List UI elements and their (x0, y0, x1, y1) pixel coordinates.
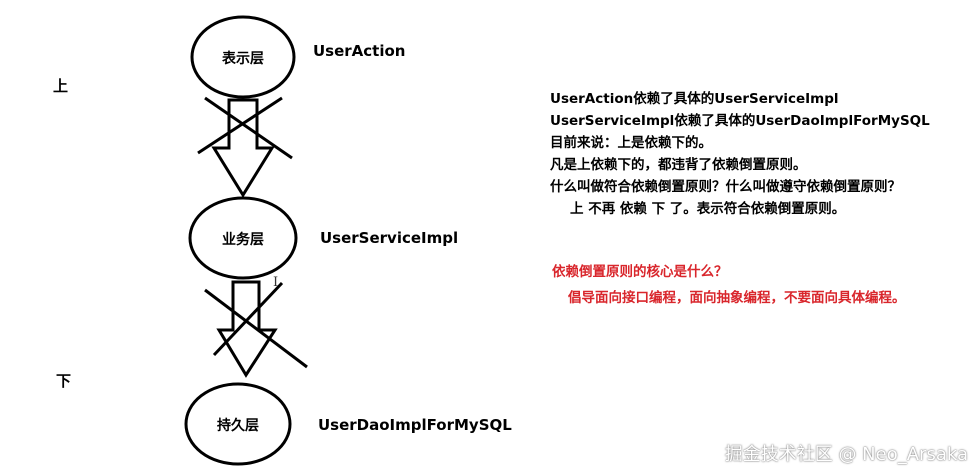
explanation-notes: UserAction依赖了具体的UserServiceImpl UserServ… (550, 88, 970, 220)
core-question: 依赖倒置原则的核心是什么？ (552, 264, 728, 280)
note-line-2: UserServiceImpl依赖了具体的UserDaoImplForMySQL (550, 113, 930, 129)
note-line-5: 什么叫做符合依赖倒置原则？什么叫做遵守依赖倒置原则？ (550, 179, 901, 195)
note-line-6: 上 不再 依赖 下 了。表示符合依赖倒置原则。 (570, 201, 846, 217)
persistence-layer-label: 持久层 (217, 418, 259, 434)
presentation-layer-node (190, 15, 296, 99)
business-impl-label: UserServiceImpl (320, 229, 459, 247)
text-cursor-icon: I (273, 275, 279, 290)
core-answer: 倡导面向接口编程，面向抽象编程，不要面向具体编程。 (568, 290, 906, 306)
cross-line-1a (204, 96, 293, 160)
core-principle: 依赖倒置原则的核心是什么？ 倡导面向接口编程，面向抽象编程，不要面向具体编程。 (552, 259, 972, 311)
persistence-impl-label: UserDaoImplForMySQL (318, 416, 512, 434)
watermark: 掘金技术社区 @ Neo_Arsaka (724, 444, 968, 465)
presentation-impl-label: UserAction (313, 42, 406, 60)
cross-line-2a (204, 288, 308, 369)
business-layer-node (188, 196, 298, 280)
persistence-layer-node (184, 382, 292, 466)
note-line-4: 凡是上依赖下的，都违背了依赖倒置原则。 (550, 157, 807, 173)
note-line-3: 目前来说：上是依赖下的。 (550, 135, 712, 151)
note-line-1: UserAction依赖了具体的UserServiceImpl (550, 91, 839, 107)
dependency-arrow-1 (211, 98, 275, 198)
dependency-arrow-2 (216, 280, 278, 378)
cross-line-1b (197, 96, 283, 155)
business-layer-label: 业务层 (222, 232, 264, 248)
upper-layer-marker: 上 (53, 77, 69, 95)
presentation-layer-label: 表示层 (222, 51, 264, 67)
cross-line-2b (212, 281, 284, 357)
lower-layer-marker: 下 (56, 372, 72, 390)
